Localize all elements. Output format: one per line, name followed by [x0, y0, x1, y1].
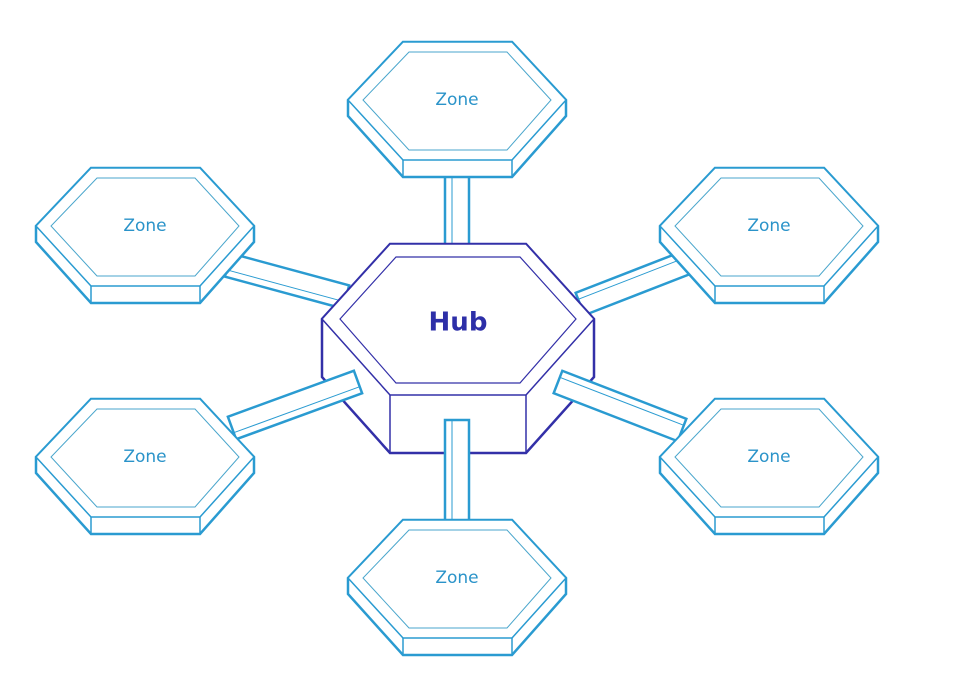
zone-node: Zone	[346, 518, 568, 657]
zone-label: Zone	[747, 447, 790, 467]
zone-node: Zone	[658, 166, 880, 305]
zone-label: Zone	[123, 216, 166, 236]
zone-node: Zone	[658, 397, 880, 536]
hub-node: Hub	[320, 242, 596, 455]
zone-node: Zone	[34, 397, 256, 536]
connector-bar	[552, 369, 688, 443]
hub-inner-face	[339, 256, 577, 384]
zone-label: Zone	[747, 216, 790, 236]
connector-bar	[226, 369, 364, 441]
connector-bar	[223, 251, 351, 311]
zone-node: Zone	[34, 166, 256, 305]
zone-label: Zone	[435, 90, 478, 110]
zone-label: Zone	[435, 568, 478, 588]
connector-bar	[574, 249, 694, 317]
connector-bar	[443, 418, 471, 524]
hub-label: Hub	[429, 308, 488, 338]
zone-label: Zone	[123, 447, 166, 467]
zone-node: Zone	[346, 40, 568, 179]
